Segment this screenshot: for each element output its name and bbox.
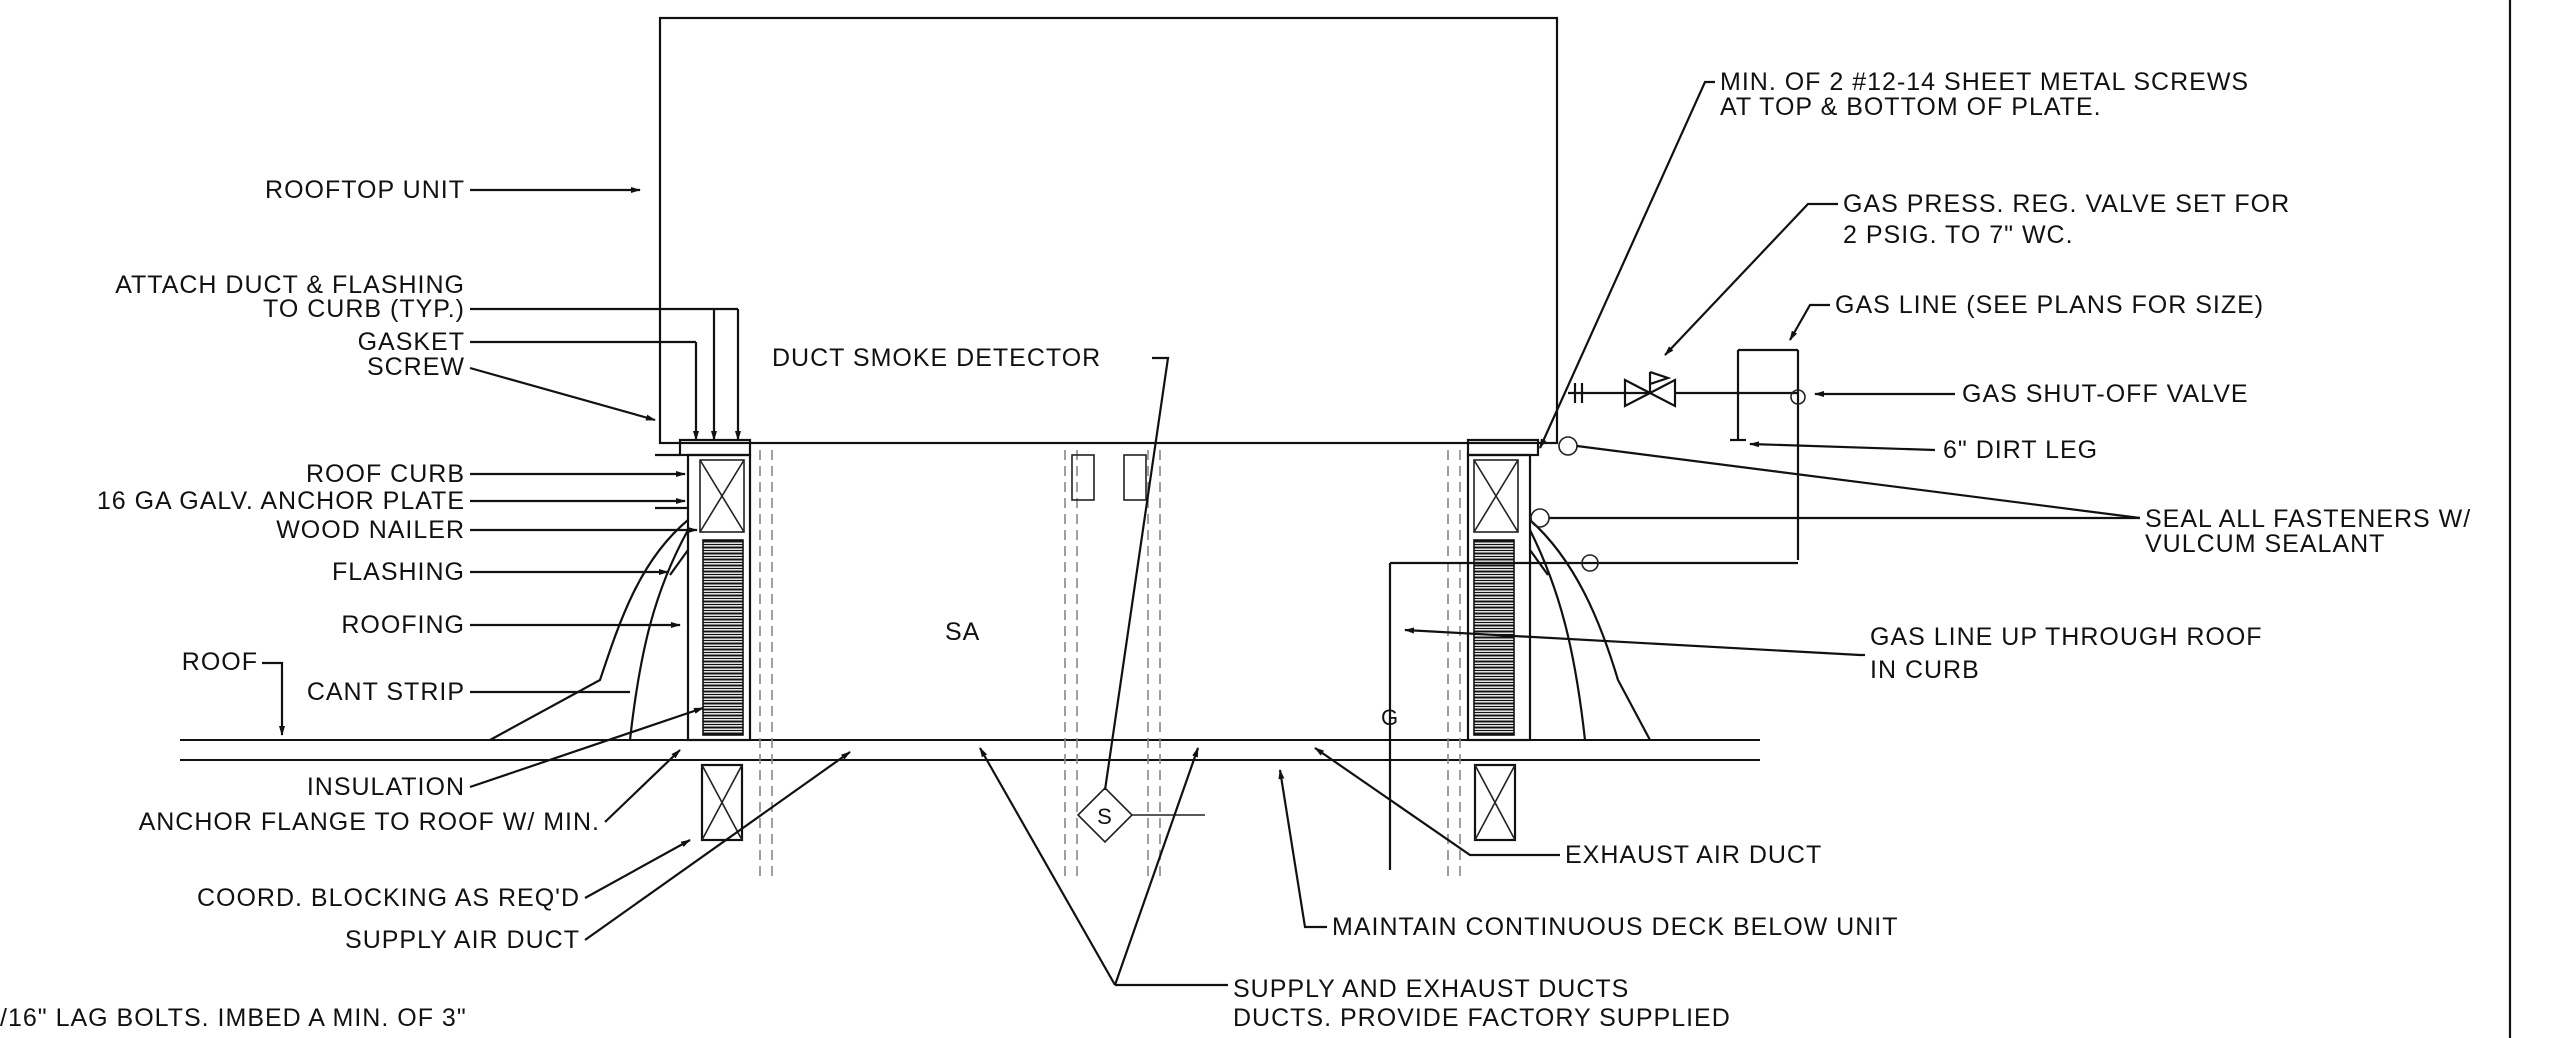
label-supply-exhaust-line2: DUCTS. PROVIDE FACTORY SUPPLIED bbox=[1233, 1004, 1731, 1032]
label-insulation: INSULATION bbox=[307, 773, 465, 801]
label-duct-smoke-detector: DUCT SMOKE DETECTOR bbox=[772, 344, 1101, 372]
roof-deck bbox=[180, 739, 1760, 761]
smoke-detector-boxes bbox=[1071, 454, 1147, 501]
label-anchor-flange: ANCHOR FLANGE TO ROOF W/ MIN. bbox=[139, 808, 600, 836]
label-roof-curb: ROOF CURB bbox=[306, 460, 465, 488]
label-supply-air-duct: SUPPLY AIR DUCT bbox=[345, 926, 580, 954]
label-gas-line: GAS LINE (SEE PLANS FOR SIZE) bbox=[1835, 291, 2264, 319]
label-seal-fasteners-line1: SEAL ALL FASTENERS W/ bbox=[2145, 505, 2471, 533]
smoke-detector-letter: S bbox=[1097, 804, 1113, 829]
rooftop-unit-shape bbox=[658, 16, 1559, 445]
left-curb bbox=[489, 438, 752, 842]
label-attach-duct-line2: TO CURB (TYP.) bbox=[263, 295, 465, 323]
gas-symbol-letter: G bbox=[1381, 705, 1399, 730]
label-lag-bolts: /16" LAG BOLTS. IMBED A MIN. OF 3" bbox=[0, 1004, 467, 1032]
label-roof: ROOF bbox=[182, 648, 258, 676]
label-gas-line-up-line1: GAS LINE UP THROUGH ROOF bbox=[1870, 623, 2263, 651]
label-cant-strip: CANT STRIP bbox=[307, 678, 465, 706]
label-wood-nailer: WOOD NAILER bbox=[276, 516, 465, 544]
label-coord-blocking: COORD. BLOCKING AS REQ'D bbox=[197, 884, 580, 912]
label-anchor-plate: 16 GA GALV. ANCHOR PLATE bbox=[97, 487, 465, 515]
label-supply-exhaust-line1: SUPPLY AND EXHAUST DUCTS bbox=[1233, 975, 1629, 1003]
label-gas-press-line2: 2 PSIG. TO 7" WC. bbox=[1843, 221, 2074, 249]
label-gas-line-up-line2: IN CURB bbox=[1870, 656, 1980, 684]
label-screw: SCREW bbox=[367, 353, 465, 381]
label-gas-press-line1: GAS PRESS. REG. VALVE SET FOR bbox=[1843, 190, 2290, 218]
label-rooftop-unit: ROOFTOP UNIT bbox=[265, 176, 465, 204]
gas-piping: G bbox=[1381, 348, 1806, 870]
smoke-detector-symbol: S bbox=[1076, 786, 1205, 844]
label-attach-duct-line1: ATTACH DUCT & FLASHING bbox=[115, 271, 465, 299]
label-gasket: GASKET bbox=[358, 328, 465, 356]
label-maintain-deck: MAINTAIN CONTINUOUS DECK BELOW UNIT bbox=[1332, 913, 1899, 941]
label-sheet-metal-screws-line1: MIN. OF 2 #12-14 SHEET METAL SCREWS bbox=[1720, 68, 2249, 96]
label-flashing: FLASHING bbox=[332, 558, 465, 586]
label-dirt-leg: 6" DIRT LEG bbox=[1943, 436, 2098, 464]
duct-hidden-lines bbox=[759, 450, 1461, 880]
label-sheet-metal-screws-line2: AT TOP & BOTTOM OF PLATE. bbox=[1720, 93, 2102, 121]
label-exhaust-air-duct: EXHAUST AIR DUCT bbox=[1565, 841, 1822, 869]
label-roofing: ROOFING bbox=[341, 611, 465, 639]
label-gas-shutoff: GAS SHUT-OFF VALVE bbox=[1962, 380, 2249, 408]
label-seal-fasteners-line2: VULCUM SEALANT bbox=[2145, 530, 2385, 558]
label-sa: SA bbox=[945, 618, 980, 646]
right-curb bbox=[1466, 438, 1651, 842]
